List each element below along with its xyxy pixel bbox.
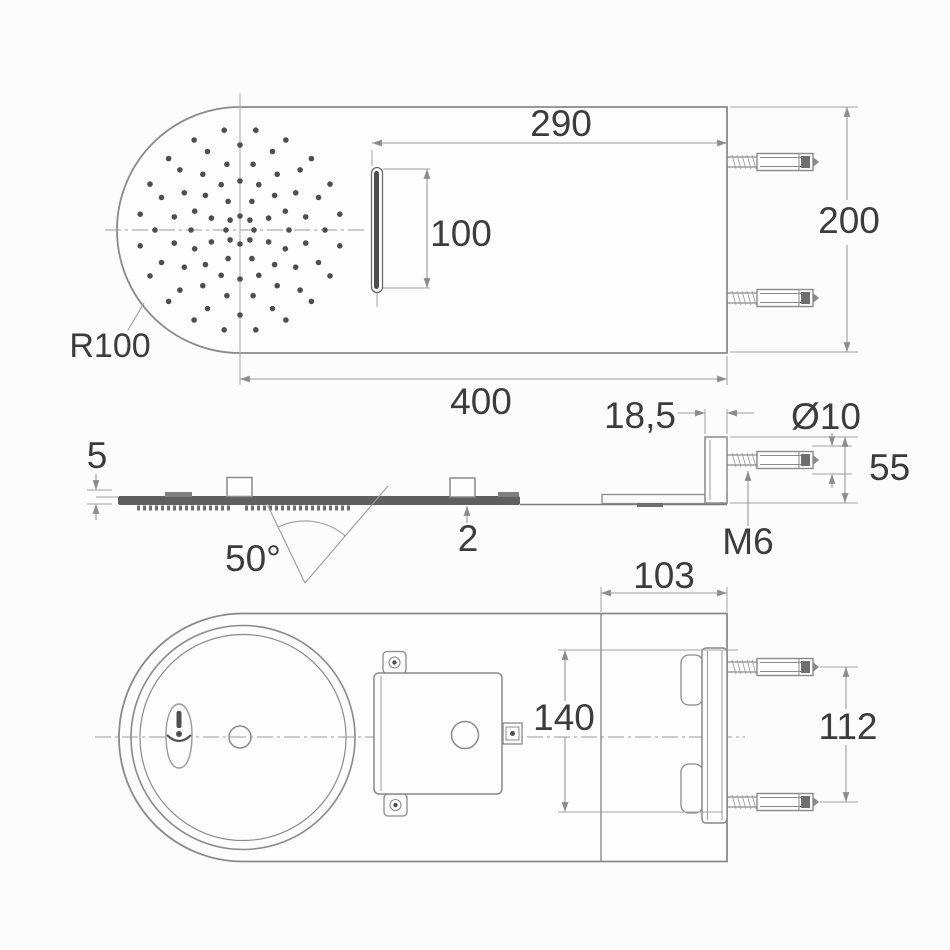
bottom-view-stud-lower xyxy=(726,792,820,812)
side-boss-valve xyxy=(449,477,476,498)
waterfall-slot xyxy=(370,150,384,307)
control-box xyxy=(373,650,523,817)
side-plate-body xyxy=(118,496,520,505)
dim-label-50deg: 50° xyxy=(225,538,281,579)
dim-label-100: 100 xyxy=(430,213,492,254)
dim-200: 200 xyxy=(730,106,880,353)
dim-label-55: 55 xyxy=(869,447,910,488)
side-wall-flange xyxy=(704,436,728,504)
dim-label-200: 200 xyxy=(818,200,880,241)
dim-label-290: 290 xyxy=(530,103,592,144)
top-view-stud-lower xyxy=(726,288,820,308)
bottom-view: 103 140 112 xyxy=(95,555,878,863)
valve-circle xyxy=(450,720,480,750)
dim-label-400: 400 xyxy=(450,381,512,422)
dim-r100: R100 xyxy=(69,302,151,365)
wall-bracket-strip xyxy=(701,647,728,824)
dim-label-diameter-10: Ø10 xyxy=(791,396,861,437)
dim-140: 140 xyxy=(533,649,738,813)
dim-103: 103 xyxy=(600,555,728,612)
side-boss-hub xyxy=(226,476,253,498)
dim-label-5: 5 xyxy=(87,435,108,476)
dim-18-5: 18,5 xyxy=(604,395,754,436)
dim-diameter-10: Ø10 xyxy=(791,396,861,488)
top-view-stud-upper xyxy=(726,152,820,172)
dim-label-r100: R100 xyxy=(69,327,150,365)
dim-112: 112 xyxy=(819,666,878,803)
dim-label-112: 112 xyxy=(819,706,878,747)
dim-label-2: 2 xyxy=(458,518,479,559)
spray-hole-pattern xyxy=(137,127,343,333)
dim-55: 55 xyxy=(730,436,910,504)
mount-boss-lower xyxy=(680,763,704,814)
center-hub-circle xyxy=(228,725,252,749)
side-boss-logo xyxy=(165,492,192,497)
dim-290: 290 xyxy=(372,103,727,147)
mount-boss-upper xyxy=(680,654,704,706)
top-view-body-outline xyxy=(116,106,728,354)
dim-label-m6: M6 xyxy=(722,521,773,562)
dim-5: 5 xyxy=(87,435,118,520)
top-view: 290 100 200 400 R100 xyxy=(69,93,880,422)
dim-label-18-5: 18,5 xyxy=(604,395,676,436)
side-boss-connector xyxy=(498,492,519,497)
dim-50deg: 50° xyxy=(225,485,389,584)
side-view-stud xyxy=(726,450,820,470)
brand-logo xyxy=(165,703,193,769)
side-view: 5 50° 2 18,5 xyxy=(87,395,910,584)
dim-2: 2 xyxy=(458,506,479,559)
side-inlet-detail xyxy=(637,503,663,507)
dim-label-140: 140 xyxy=(533,697,595,738)
bottom-view-stud-upper xyxy=(726,657,820,677)
dim-label-103: 103 xyxy=(633,555,695,596)
dim-100: 100 xyxy=(383,168,492,289)
dim-m6: M6 xyxy=(722,471,774,562)
dim-400: 400 xyxy=(240,356,728,422)
